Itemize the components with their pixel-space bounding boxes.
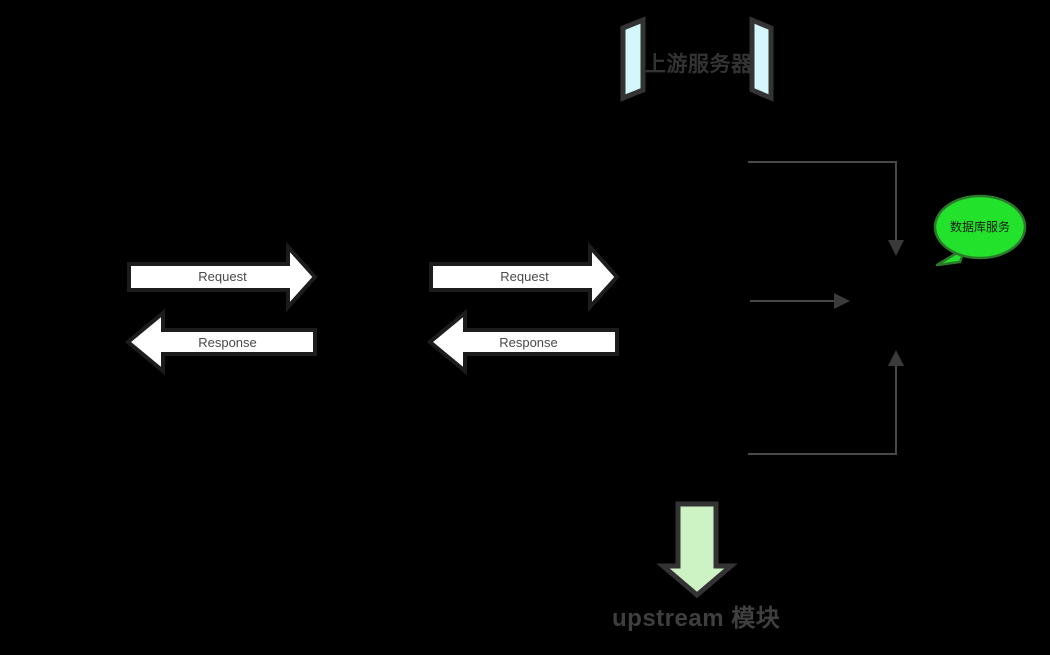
database-bubble-body bbox=[933, 194, 1027, 260]
connector-group bbox=[748, 161, 904, 455]
connector-arrowhead-down bbox=[888, 240, 904, 256]
upstream-server-graphic bbox=[620, 16, 774, 102]
connector-upstream-to-db-top bbox=[748, 161, 897, 242]
connector-db-to-upstream-bottom bbox=[748, 365, 897, 455]
connector-arrowhead-right bbox=[834, 293, 850, 309]
upstream-server-bar-right bbox=[749, 16, 774, 102]
flow-arrow-proxy-request bbox=[429, 241, 620, 313]
flow-arrow-proxy-response bbox=[426, 308, 619, 376]
flow-arrow-client-request bbox=[127, 241, 318, 313]
upstream-server-bar-left bbox=[620, 16, 646, 102]
connector-arrowhead-up bbox=[888, 350, 904, 366]
database-bubble-graphic bbox=[933, 194, 1027, 267]
upstream-module-arrow bbox=[656, 501, 738, 599]
flow-arrow-client-response bbox=[124, 308, 317, 376]
